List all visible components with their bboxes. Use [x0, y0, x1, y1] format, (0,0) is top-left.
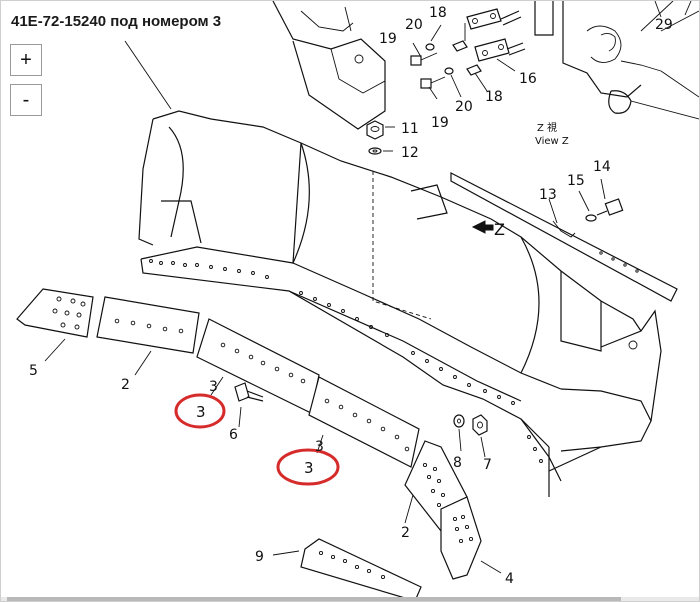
view-z-label-kanji: Z 視 — [537, 121, 557, 134]
bolt-19-lower — [420, 76, 446, 89]
highlight-marks — [174, 393, 340, 486]
callout-15: 15 — [567, 173, 585, 189]
cutting-edge-9 — [300, 538, 422, 601]
view-z-label: View Z — [535, 136, 569, 147]
callout-20-top: 20 — [405, 17, 423, 33]
part-title: 41E-72-15240 под номером 3 — [11, 13, 222, 30]
callout-3-highlighted-right: 3 — [304, 459, 314, 477]
nut-18-upper — [452, 40, 468, 52]
washer-15 — [585, 214, 597, 222]
callout-3-upper: 3 — [209, 379, 218, 395]
callout-9: 9 — [255, 549, 264, 565]
frame-top-left — [272, 1, 386, 130]
nut-11 — [366, 120, 384, 140]
nut-7 — [472, 414, 488, 436]
view-arrow-z — [471, 220, 494, 234]
callout-2-right: 2 — [401, 525, 410, 541]
bolt-19-upper — [410, 52, 438, 66]
callout-18-top: 18 — [429, 5, 447, 21]
callout-19-bottom: 19 — [431, 115, 449, 131]
nut-18-lower — [466, 64, 482, 76]
washer-8 — [453, 414, 465, 428]
callout-8: 8 — [453, 455, 462, 471]
leader-lines — [44, 1, 692, 574]
plate-16-lower — [474, 38, 510, 62]
callout-29: 29 — [655, 17, 673, 33]
cutting-edge-5 — [16, 288, 94, 338]
zoom-out-button[interactable]: - — [10, 84, 42, 116]
callout-labels: 5 2 3 3 6 3 3 8 7 2 4 9 11 12 13 15 14 1… — [29, 5, 673, 587]
end-bit-4 — [440, 496, 482, 580]
callout-2-left: 2 — [121, 377, 130, 393]
callout-7: 7 — [483, 457, 492, 473]
plate-16-upper — [466, 8, 502, 30]
blade-body — [138, 110, 662, 497]
callout-16: 16 — [519, 71, 537, 87]
callout-13: 13 — [539, 187, 557, 203]
cutting-edge-3-right — [308, 376, 420, 468]
side-bar-13 — [450, 172, 678, 302]
highlight-ellipse-left — [174, 393, 226, 429]
callout-19-top: 19 — [379, 31, 397, 47]
zoom-in-button[interactable]: + — [10, 44, 42, 76]
washer-20-upper — [425, 43, 435, 51]
callout-5: 5 — [29, 363, 38, 379]
washer-20-lower — [444, 67, 454, 75]
bolt-14 — [596, 198, 624, 216]
callout-11: 11 — [401, 121, 419, 137]
cutting-edge-2-left — [96, 296, 200, 354]
blade-edge-holes — [149, 259, 543, 463]
callout-14: 14 — [593, 159, 611, 175]
callout-3-middle: 3 — [315, 439, 324, 455]
frame-top-right — [534, 1, 699, 120]
view-arrow-z-label: Z — [494, 220, 505, 239]
callout-4: 4 — [505, 571, 514, 587]
highlight-ellipse-right — [276, 448, 340, 486]
callout-18-bottom: 18 — [485, 89, 503, 105]
pin-16 — [500, 10, 526, 56]
callout-3-highlighted-left: 3 — [196, 403, 206, 421]
callout-6: 6 — [229, 427, 238, 443]
bolt-6 — [234, 382, 264, 402]
callout-20-bottom: 20 — [455, 99, 473, 115]
horizontal-scrollbar[interactable] — [1, 597, 699, 601]
scrollbar-thumb[interactable] — [7, 597, 621, 601]
washer-12 — [368, 147, 382, 155]
callout-12: 12 — [401, 145, 419, 161]
